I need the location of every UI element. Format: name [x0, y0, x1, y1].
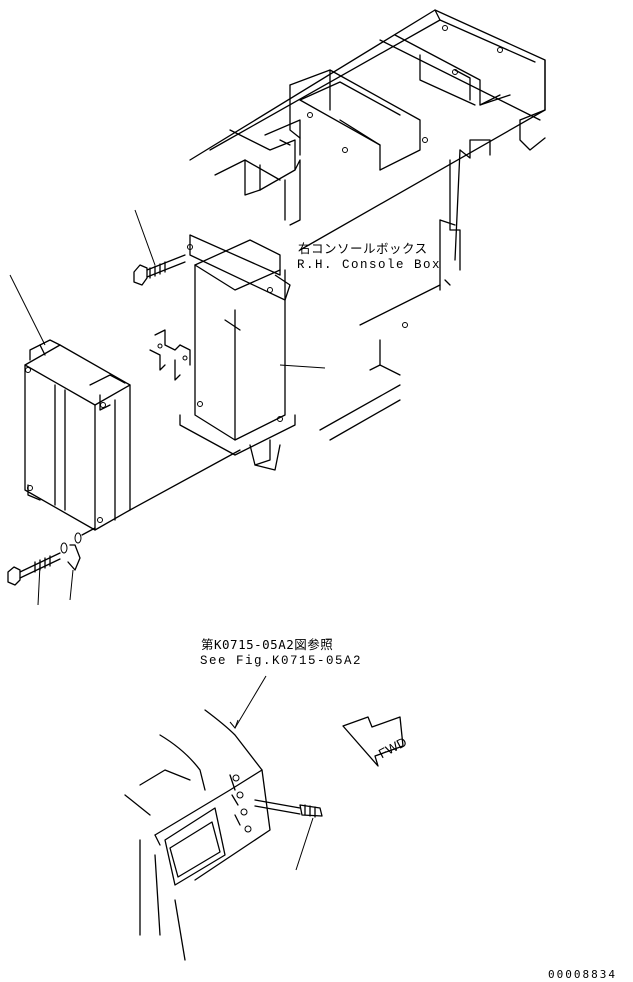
- reference-arrowhead: [229, 719, 239, 729]
- mounting-bracket: [149, 234, 296, 471]
- console-label-jp: 右コンソールボックス: [298, 241, 428, 256]
- console-frame: [189, 9, 546, 441]
- reference-label-en: See Fig.K0715-05A2: [200, 654, 363, 668]
- bolt-top: [133, 254, 186, 286]
- bolt-bottom: [7, 527, 96, 586]
- controller-unit: [24, 339, 241, 531]
- fwd-arrow-icon: [342, 716, 404, 767]
- reference-leader: [234, 675, 267, 729]
- cab-detail: [124, 709, 323, 961]
- leader-lines-top: [9, 209, 326, 606]
- console-label-en: R.H. Console Box: [297, 258, 442, 272]
- reference-label-jp: 第K0715-05A2図参照: [201, 637, 334, 652]
- serial-number: 00008834: [548, 968, 617, 981]
